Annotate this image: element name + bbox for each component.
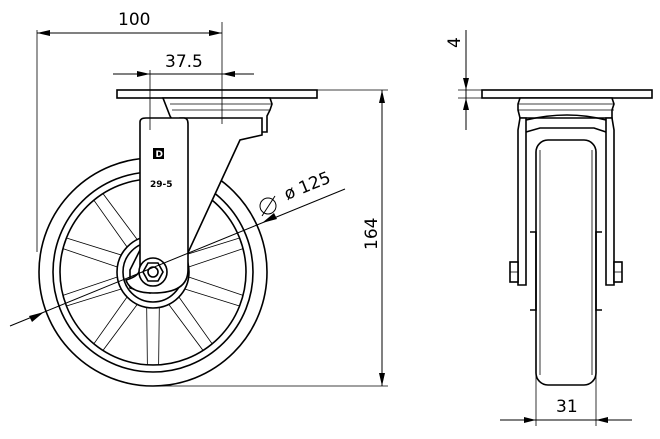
wheel-spoke xyxy=(168,296,213,351)
part-code-label: 29-5 xyxy=(150,180,173,190)
logo-mark: D xyxy=(153,148,164,160)
logo-letter: D xyxy=(156,150,163,160)
fork-leg xyxy=(124,117,189,294)
top-plate xyxy=(116,89,318,99)
dim-offset: 37.5 xyxy=(165,52,203,72)
wheel-spoke xyxy=(62,237,122,268)
dim-wheel-width: 31 xyxy=(556,397,578,417)
front-view: D 29-5 xyxy=(38,89,318,387)
dim-plate-thickness: 4 xyxy=(445,37,465,48)
wheel-spoke xyxy=(184,276,244,307)
wheel-spoke xyxy=(184,237,244,268)
wheel-spoke xyxy=(146,307,160,366)
dimension-lines xyxy=(9,22,388,387)
dim-wheel-diameter: ø 125 xyxy=(281,168,333,205)
wheel-spoke xyxy=(62,276,122,307)
wheel-spoke xyxy=(93,193,138,248)
wheel-spoke xyxy=(93,296,138,351)
side-view xyxy=(481,89,653,386)
dim-overall-width: 100 xyxy=(118,10,150,30)
side-dimension-lines xyxy=(458,30,632,426)
dim-overall-height: 164 xyxy=(362,218,382,250)
